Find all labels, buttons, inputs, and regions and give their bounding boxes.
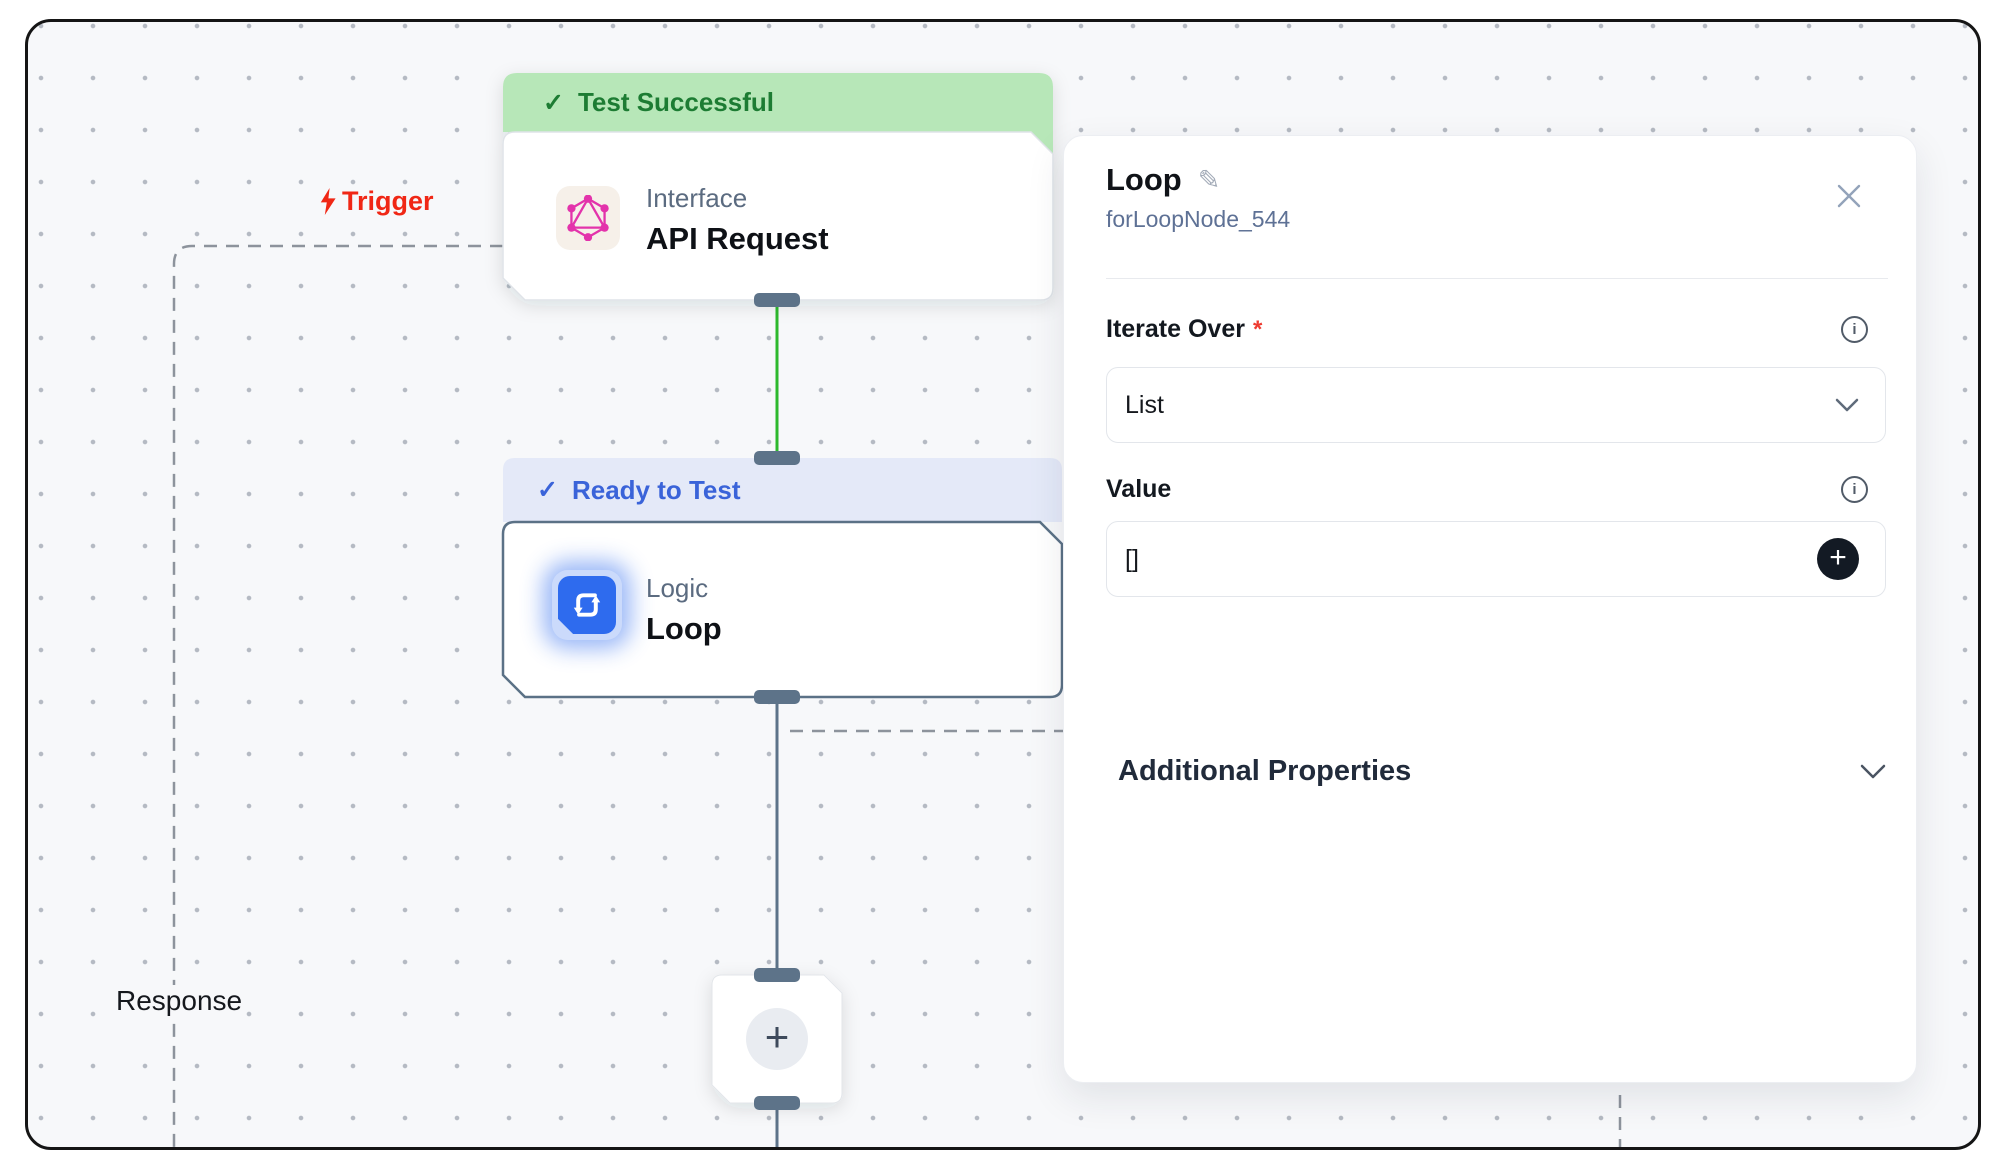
panel-header: Loop ✎ [1106, 160, 1886, 200]
loop-node-category: Logic [646, 573, 709, 603]
trigger-label: Trigger [318, 186, 434, 217]
handle-loop-bottom[interactable] [754, 690, 800, 704]
trigger-text: Trigger [342, 186, 434, 216]
close-icon[interactable] [1834, 182, 1864, 212]
value-input[interactable]: [] + [1106, 521, 1886, 597]
check-icon: ✓ [543, 88, 564, 117]
canvas-world: Trigger Response ✓ Test Successful [25, 19, 1981, 1150]
iterate-over-select[interactable]: List [1106, 367, 1886, 443]
iterate-over-label: Iterate Over* [1106, 314, 1263, 343]
api-node-category: Interface [646, 183, 748, 213]
chevron-down-icon [1860, 764, 1886, 778]
loop-status-banner-shape [503, 458, 1062, 522]
additional-properties-label: Additional Properties [1118, 754, 1412, 787]
additional-properties-toggle[interactable]: Additional Properties [1118, 753, 1886, 789]
api-node-card-shape [502, 131, 1054, 301]
properties-panel: Loop ✎ forLoopNode_544 Iterate Over* i L… [1063, 135, 1917, 1083]
add-value-button[interactable]: + [1817, 538, 1859, 580]
add-node-button[interactable]: + [746, 1008, 808, 1070]
response-label: Response [112, 985, 247, 1017]
api-status-banner-shape [503, 73, 1053, 132]
lightning-icon [320, 188, 336, 215]
panel-node-id: forLoopNode_544 [1106, 206, 1291, 232]
info-icon[interactable]: i [1841, 315, 1868, 343]
api-status-text: Test Successful [577, 87, 774, 117]
check-icon: ✓ [537, 476, 558, 504]
handle-add-node-top[interactable] [754, 968, 800, 982]
loop-repeat-icon [558, 576, 616, 634]
iterate-over-label-row: Iterate Over* i [1106, 313, 1886, 345]
loop-node-title: Loop [646, 611, 722, 646]
api-node-shape-group [502, 73, 1054, 301]
value-label: Value [1106, 474, 1172, 503]
loop-node-shape-group [501, 458, 1064, 699]
handle-api-bottom[interactable] [754, 293, 800, 307]
node-loop[interactable]: Logic Loop [503, 522, 1062, 697]
api-status-banner[interactable]: ✓ Test Successful [503, 73, 1053, 132]
edges-layer [172, 73, 1622, 1147]
edge-response-dashed [172, 244, 503, 1147]
workflow-canvas[interactable]: Trigger Response ✓ Test Successful [25, 19, 1981, 1150]
loop-status-text: Ready to Test [571, 474, 741, 505]
edit-pencil-icon[interactable]: ✎ [1197, 164, 1221, 195]
panel-divider [1106, 278, 1888, 279]
loop-node-card-shape [501, 520, 1064, 699]
chevron-down-icon [1835, 398, 1859, 412]
handle-add-node-bottom[interactable] [754, 1096, 800, 1110]
value-text: [] [1125, 544, 1139, 573]
handle-loop-top[interactable] [754, 451, 800, 465]
api-node-title: API Request [646, 221, 829, 256]
node-api-request[interactable]: Interface API Request [503, 132, 1053, 300]
loop-status-banner[interactable]: ✓ Ready to Test [503, 458, 1062, 522]
iterate-over-value: List [1125, 390, 1164, 419]
required-asterisk: * [1252, 315, 1263, 343]
graphql-icon [556, 186, 620, 250]
value-label-row: Value i [1106, 473, 1886, 505]
info-icon[interactable]: i [1841, 475, 1868, 503]
panel-title: Loop [1106, 162, 1182, 197]
